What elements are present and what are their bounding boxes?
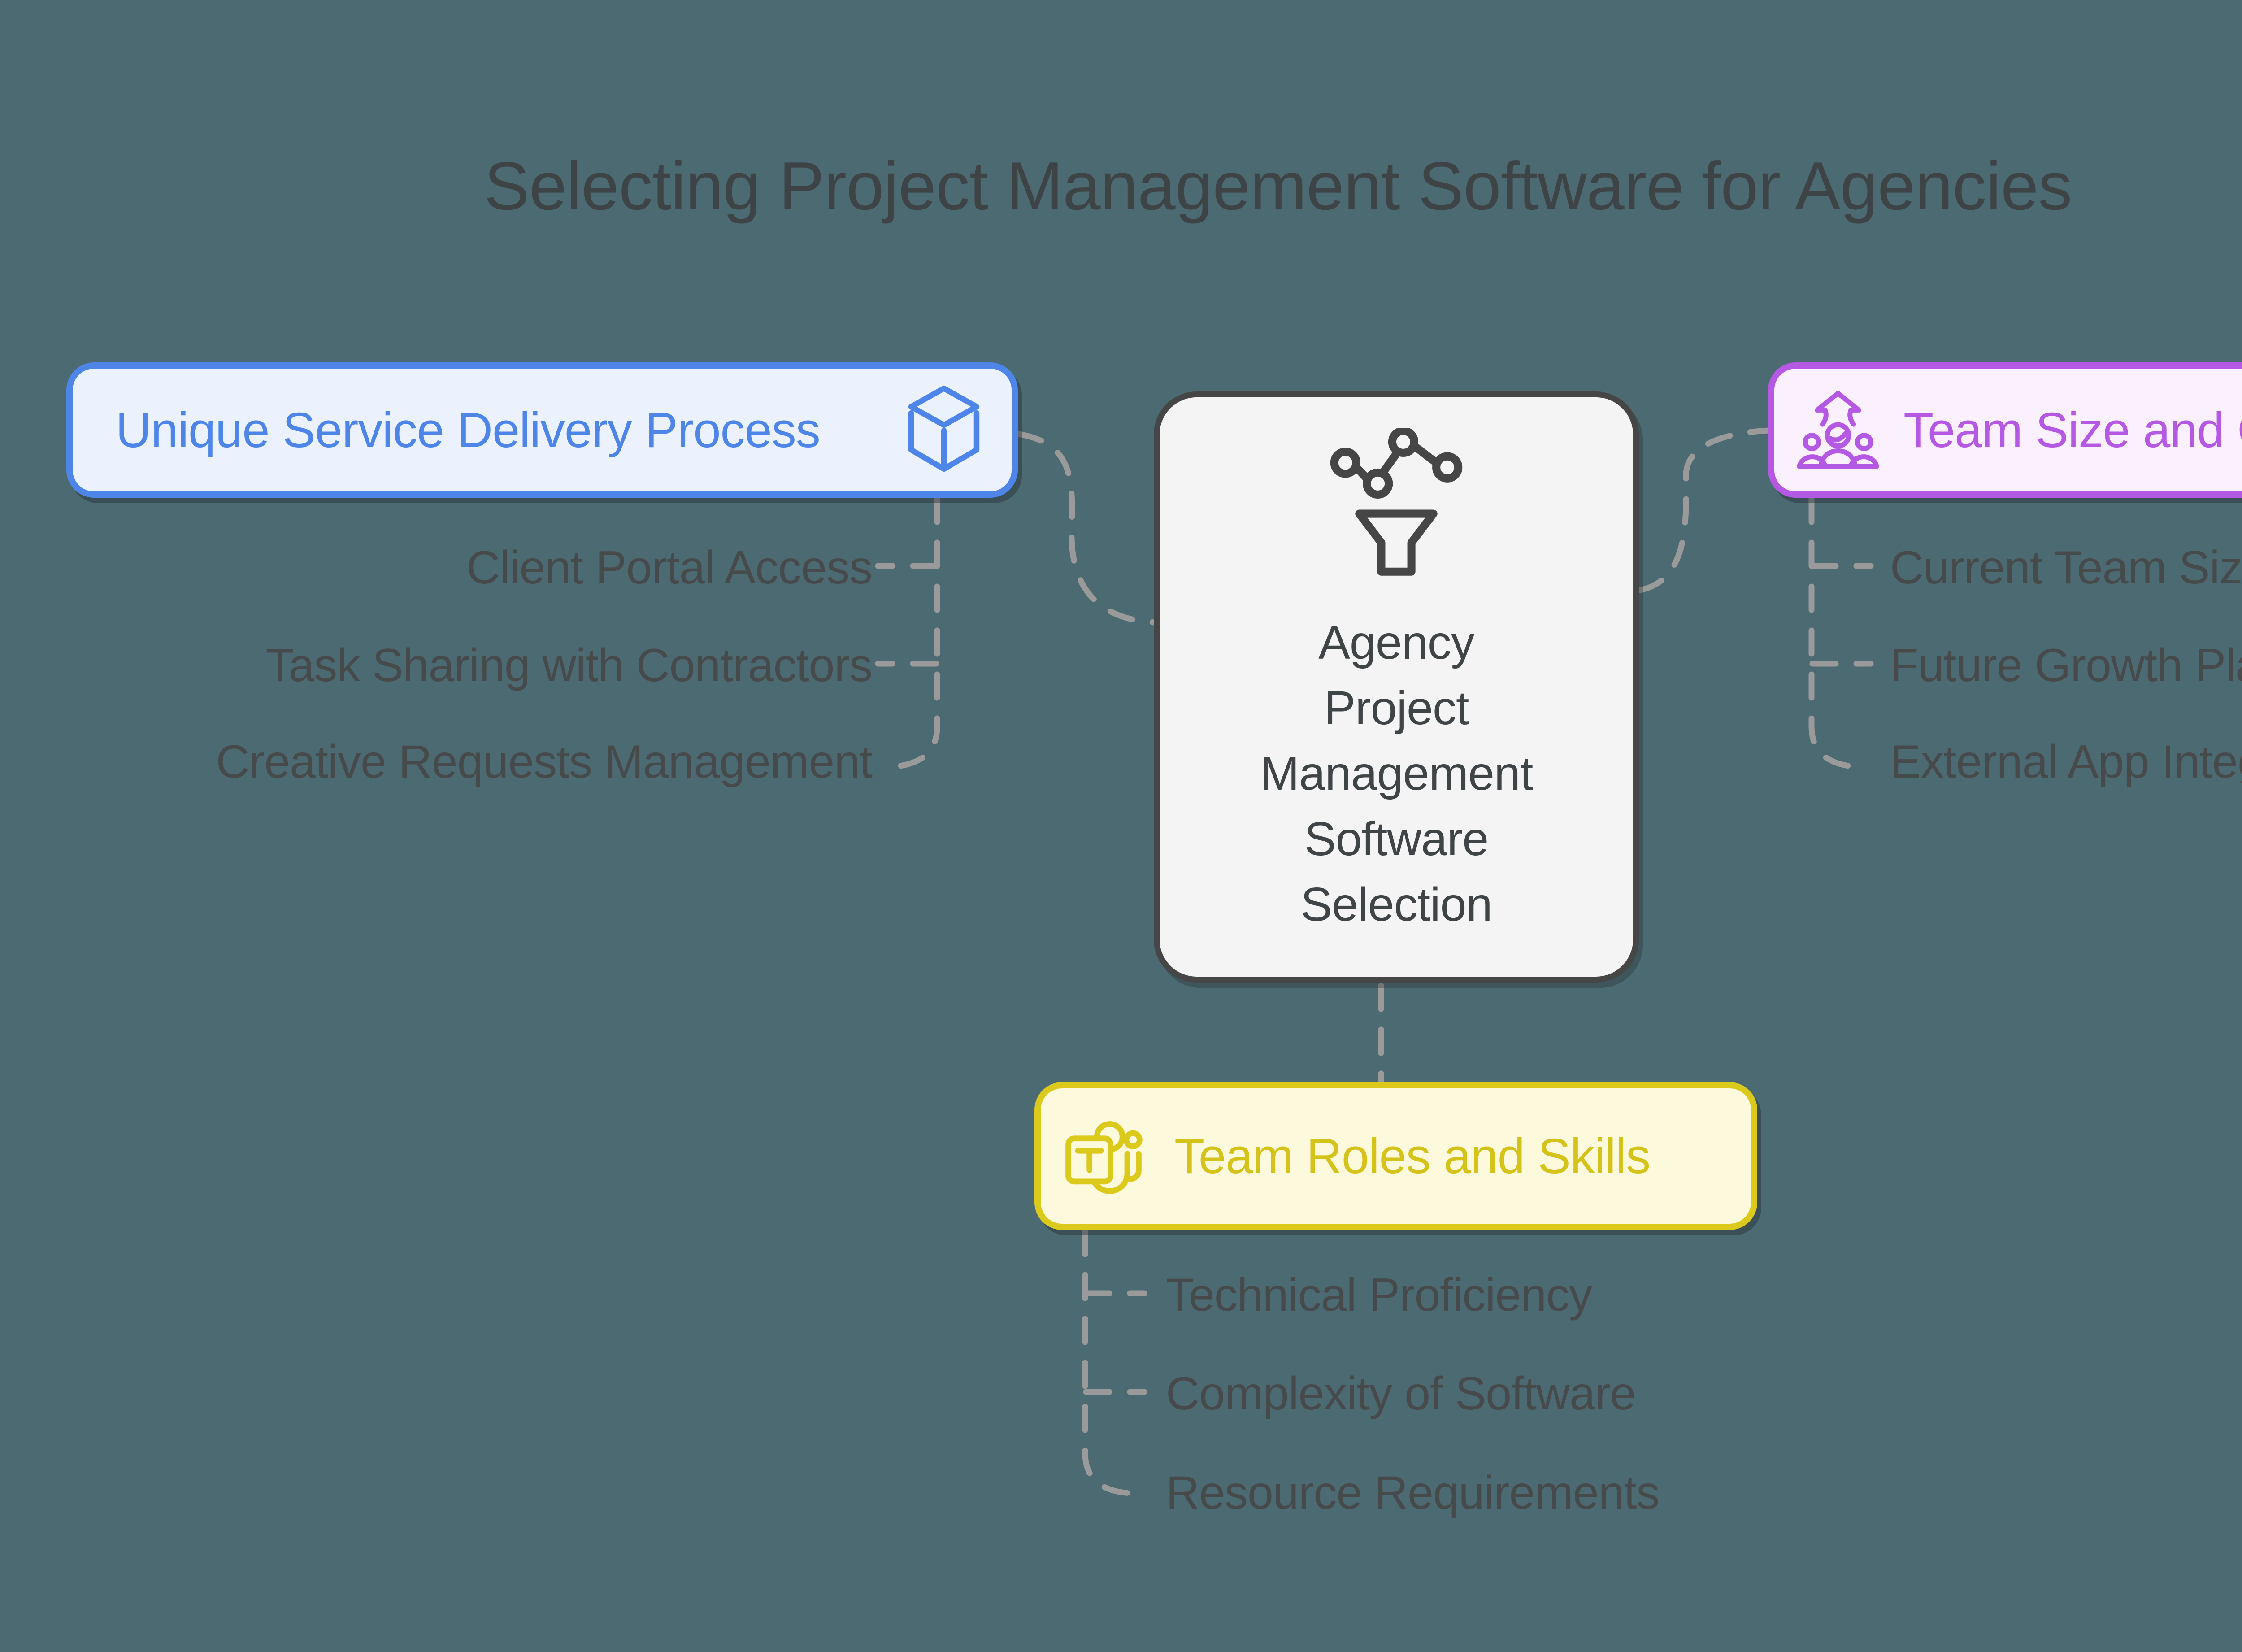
branch-label: Unique Service Delivery Process [116, 402, 821, 458]
connector-right-spine [1808, 496, 1860, 770]
branch-label: Team Roles and Skills [1174, 1128, 1651, 1184]
branch-team-roles-and-skills: Team Roles and Skills [1034, 1082, 1757, 1230]
center-line: Software [1304, 813, 1489, 865]
center-line: Management [1260, 747, 1534, 800]
subtopic-resource-requirements: Resource Requirements [1166, 1467, 1660, 1519]
branch-label: Team Size and Growth [1903, 402, 2242, 458]
branch-unique-service-delivery: Unique Service Delivery Process [66, 362, 1018, 498]
subtopic-future-growth-plans: Future Growth Plans [1890, 639, 2242, 691]
center-line: Agency [1318, 616, 1475, 669]
connector-left-spine [889, 496, 940, 770]
subtopic-current-team-size: Current Team Size [1890, 542, 2242, 594]
page-title: Selecting Project Management Software fo… [484, 148, 2073, 224]
cube-icon [908, 385, 980, 472]
connector-center-to-left [1016, 431, 1158, 626]
subtopic-creative-requests-management: Creative Requests Management [216, 736, 873, 788]
connector-center-to-right [1637, 427, 1772, 593]
connector-bottom-spine [1082, 1228, 1134, 1496]
subtopic-complexity-of-software: Complexity of Software [1166, 1368, 1636, 1420]
branch-team-size-and-growth: Team Size and Growth [1768, 362, 2242, 498]
center-line: Project [1324, 682, 1469, 735]
subtopic-client-portal-access: Client Portal Access [466, 542, 873, 594]
center-node: Agency Project Management Software Selec… [1154, 391, 1639, 983]
teams-icon [1065, 1121, 1143, 1194]
subtopic-task-sharing-with-contractors: Task Sharing with Contractors [265, 639, 873, 691]
subtopic-technical-proficiency: Technical Proficiency [1166, 1269, 1592, 1321]
subtopic-external-app-integration: External App Integration [1890, 736, 2242, 788]
funnel-network-icon [1330, 428, 1463, 576]
team-growth-icon [1797, 391, 1879, 469]
center-line: Selection [1300, 878, 1492, 931]
center-node-label: Agency Project Management Software Selec… [1260, 610, 1534, 937]
